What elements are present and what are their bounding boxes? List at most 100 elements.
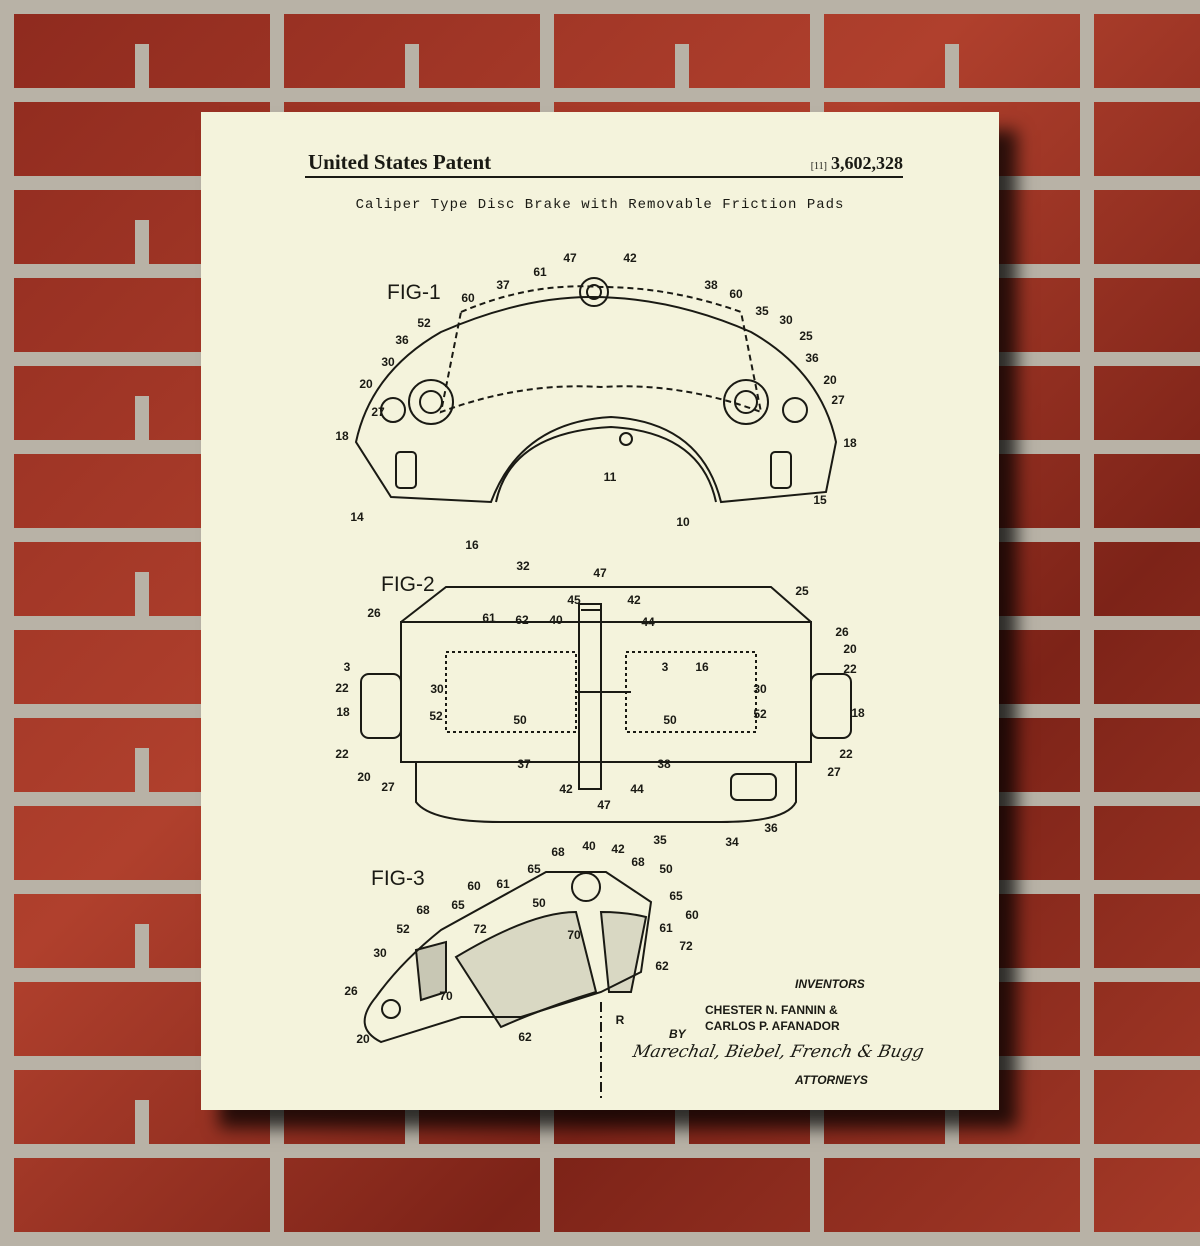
fig1-part-label: 36 bbox=[805, 351, 819, 365]
fig3-part-label: 60 bbox=[467, 879, 481, 893]
fig3-part-label: 68 bbox=[631, 855, 645, 869]
attorneys-label: ATTORNEYS bbox=[795, 1073, 868, 1087]
fig2-part-label: 37 bbox=[517, 757, 531, 771]
fig1-part-label: 27 bbox=[371, 405, 385, 419]
fig3-part-label: 65 bbox=[527, 862, 541, 876]
fig1-part-label: 25 bbox=[799, 329, 813, 343]
patent-drawings bbox=[354, 277, 852, 1102]
fig1-part-label: 47 bbox=[563, 251, 577, 265]
fig1-part-label: 60 bbox=[729, 287, 743, 301]
fig2-part-label: 26 bbox=[367, 606, 381, 620]
fig2-part-label: 40 bbox=[549, 613, 563, 627]
fig1-label: FIG-1 bbox=[387, 281, 441, 304]
fig2-part-label: 27 bbox=[827, 765, 841, 779]
fig2-part-label: 42 bbox=[627, 593, 641, 607]
fig2-part-label: 16 bbox=[695, 660, 709, 674]
patent-title: United States Patent bbox=[308, 150, 492, 174]
number-prefix: [11] bbox=[810, 161, 827, 172]
fig2-part-label: 50 bbox=[513, 713, 527, 727]
fig3-part-label: 68 bbox=[551, 845, 565, 859]
fig3-part-label: 68 bbox=[416, 903, 430, 917]
fig3-part-label: 70 bbox=[567, 928, 581, 942]
fig1-drawing bbox=[354, 277, 838, 504]
fig3-part-label: R bbox=[615, 1013, 625, 1027]
fig2-part-label: 18 bbox=[336, 705, 350, 719]
fig2-part-label: 26 bbox=[835, 625, 849, 639]
fig3-part-label: 42 bbox=[611, 842, 625, 856]
patent-subtitle: Caliper Type Disc Brake with Removable F… bbox=[355, 197, 845, 213]
fig3-part-label: 65 bbox=[669, 889, 683, 903]
fig2-part-label: 61 bbox=[482, 611, 496, 625]
fig1-part-label: 30 bbox=[779, 313, 793, 327]
fig3-part-label: 72 bbox=[679, 939, 693, 953]
fig3-drawing bbox=[363, 871, 653, 1102]
fig2-part-label: 18 bbox=[851, 706, 865, 720]
fig1-part-label: 16 bbox=[465, 538, 479, 552]
fig2-part-label: 25 bbox=[795, 584, 809, 598]
fig3-part-label: 52 bbox=[396, 922, 410, 936]
fig3-part-label: 50 bbox=[532, 896, 546, 910]
fig2-part-label: 50 bbox=[663, 713, 677, 727]
inventors-heading: INVENTORS bbox=[795, 977, 865, 991]
fig1-part-label: 20 bbox=[359, 377, 373, 391]
fig2-part-label: 20 bbox=[357, 770, 371, 784]
fig2-part-label: 45 bbox=[567, 593, 581, 607]
fig2-part-label: 30 bbox=[430, 682, 444, 696]
patent-number: [11] 3,602,328 bbox=[811, 153, 903, 174]
fig2-part-label: 3 bbox=[343, 660, 351, 674]
inventor-2: CARLOS P. AFANADOR bbox=[705, 1019, 840, 1033]
fig3-part-label: 62 bbox=[655, 959, 669, 973]
fig1-part-label: 52 bbox=[417, 316, 431, 330]
fig2-part-label: 3 bbox=[661, 660, 669, 674]
brick-wall bbox=[0, 44, 1200, 88]
fig1-part-label: 20 bbox=[823, 373, 837, 387]
fig3-part-label: 65 bbox=[451, 898, 465, 912]
fig1-part-label: 10 bbox=[676, 515, 690, 529]
fig2-part-label: 38 bbox=[657, 757, 671, 771]
fig1-part-label: 37 bbox=[496, 278, 510, 292]
fig3-part-label: 20 bbox=[356, 1032, 370, 1046]
fig3-part-label: 35 bbox=[653, 833, 667, 847]
fig2-part-label: 20 bbox=[843, 642, 857, 656]
patent-poster: United States Patent [11] 3,602,328 Calip… bbox=[201, 112, 999, 1110]
fig3-part-label: 26 bbox=[344, 984, 358, 998]
fig2-part-label: 52 bbox=[753, 707, 767, 721]
title-rule bbox=[305, 176, 903, 178]
fig2-part-label: 52 bbox=[429, 709, 443, 723]
fig1-part-label: 18 bbox=[843, 436, 857, 450]
fig1-part-label: 35 bbox=[755, 304, 769, 318]
fig1-part-label: 42 bbox=[623, 251, 637, 265]
fig1-part-label: 18 bbox=[335, 429, 349, 443]
fig3-part-label: 30 bbox=[373, 946, 387, 960]
fig2-drawing bbox=[360, 586, 852, 823]
fig3-part-label: 61 bbox=[659, 921, 673, 935]
fig3-part-label: 60 bbox=[685, 908, 699, 922]
fig2-part-label: 44 bbox=[630, 782, 644, 796]
fig3-part-label: 70 bbox=[439, 989, 453, 1003]
fig1-part-label: 15 bbox=[813, 493, 827, 507]
fig1-part-label: 61 bbox=[533, 265, 547, 279]
fig3-part-label: 61 bbox=[496, 877, 510, 891]
fig3-label: FIG-3 bbox=[371, 867, 425, 890]
fig2-part-label: 47 bbox=[597, 798, 611, 812]
number-value: 3,602,328 bbox=[831, 153, 903, 173]
by-label: BY bbox=[669, 1027, 686, 1041]
fig2-part-label: 42 bbox=[559, 782, 573, 796]
fig2-part-label: 47 bbox=[593, 566, 607, 580]
attorney-signature: Marechal, Biebel, French & Bugg bbox=[630, 1042, 926, 1062]
inventor-1: CHESTER N. FANNIN & bbox=[705, 1003, 838, 1017]
fig2-part-label: 22 bbox=[335, 681, 349, 695]
fig1-part-label: 36 bbox=[395, 333, 409, 347]
fig3-part-label: 50 bbox=[659, 862, 673, 876]
fig2-label: FIG-2 bbox=[381, 573, 435, 596]
fig2-part-label: 30 bbox=[753, 682, 767, 696]
fig2-part-label: 22 bbox=[335, 747, 349, 761]
fig3-part-label: 40 bbox=[582, 839, 596, 853]
fig2-part-label: 22 bbox=[843, 662, 857, 676]
fig2-part-label: 34 bbox=[725, 835, 739, 849]
fig2-part-label: 32 bbox=[516, 559, 530, 573]
fig1-part-label: 11 bbox=[603, 470, 617, 484]
fig1-part-label: 38 bbox=[704, 278, 718, 292]
fig2-part-label: 44 bbox=[641, 615, 655, 629]
fig2-part-label: 36 bbox=[764, 821, 778, 835]
